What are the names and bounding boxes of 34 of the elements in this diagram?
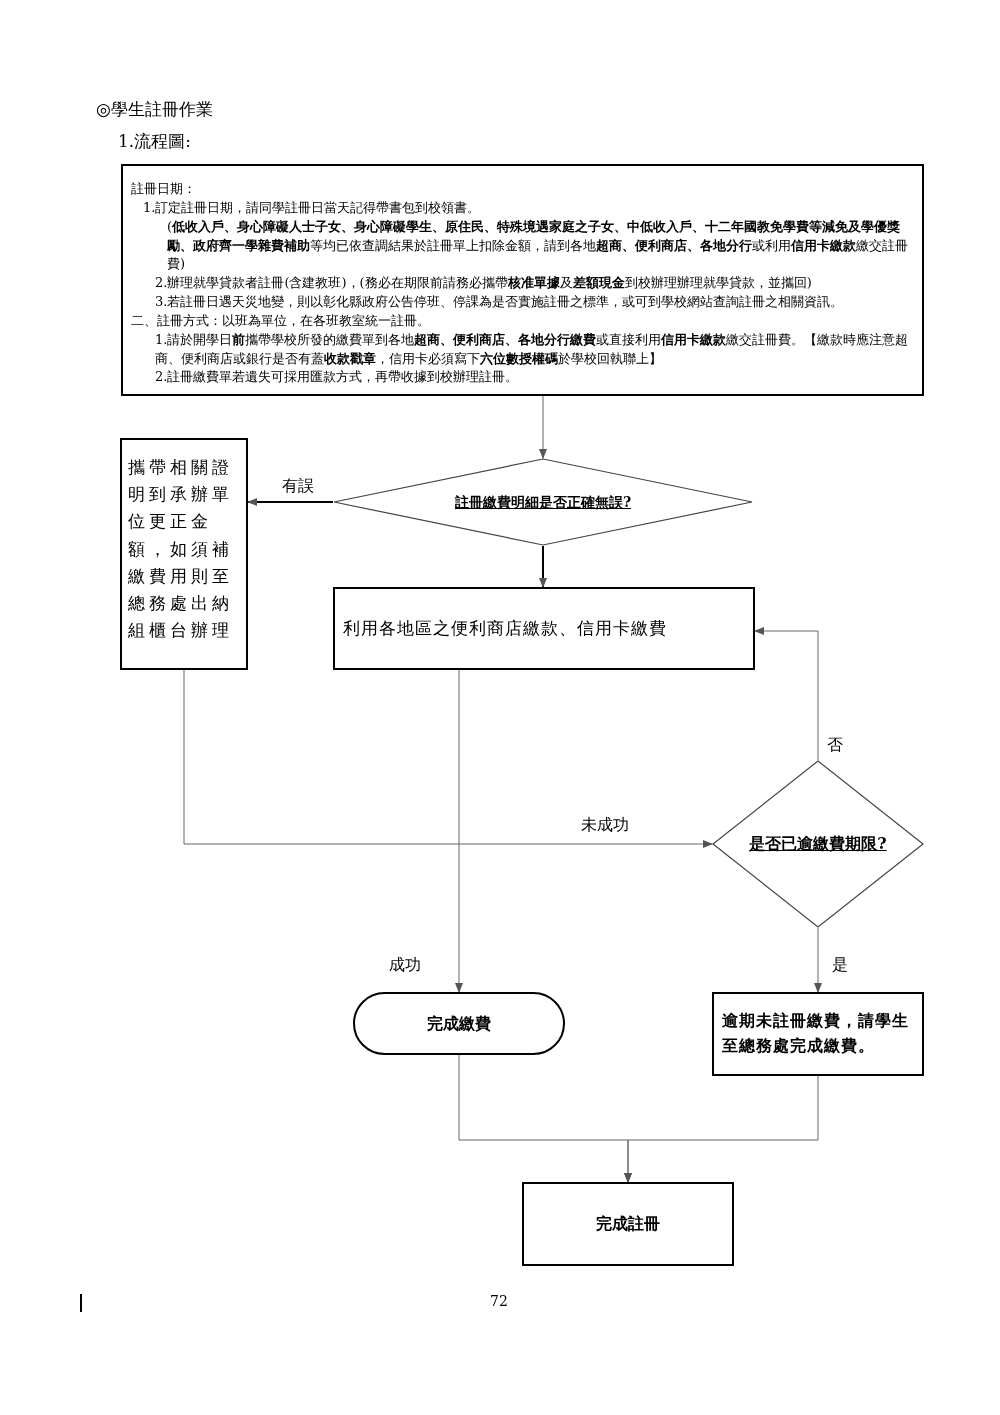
arrow: [247, 498, 334, 506]
process-box: [522, 1182, 734, 1266]
note-text: 3.若註冊日遇天災地變，則以彰化縣政府公告停班、停課為是否實施註冊之標準，或可到學校網站查詢註冊之相關資訊。: [154, 293, 845, 312]
decision-diamond: [333, 458, 753, 546]
arrow: [183, 669, 713, 848]
note-text: (低收入戶、身心障礙人士子女、身心障礙學生、原住民、特殊境遇家庭之子女、中低收入戶、十二年國教免學費等減免及學優獎勵、政府齊一學雜費補助等均已依查調結果於註冊單上扣除金額，請到各地超商、便利商店、各地分行或利用信用卡繳款繳交註冊費): [166, 217, 909, 274]
arrow: [539, 545, 547, 588]
note-text: 1.訂定註冊日期，請同學註冊日當天記得帶書包到校領書。: [142, 198, 482, 217]
note-text: 2.辦理就學貸款者註冊(含建教班)，(務必在期限前請務必攜帶核准單據及差額現金到校辦理辦理就學貸款，並攜回): [154, 274, 813, 293]
node-text: 完成繳費: [427, 1012, 491, 1035]
page-title: ◎學生註冊作業: [96, 98, 213, 121]
arrow: [455, 669, 463, 993]
node-text: 是否已逾繳費期限?: [749, 833, 887, 855]
arrow: [539, 395, 547, 459]
note-text: 1.請於開學日前攜帶學校所發的繳費單到各地超商、便利商店、各地分行繳費或直接利用信用卡繳款繳交註冊費。【繳款時應注意超商、便利商店或銀行是否有蓋收款戳章，信用卡必須寫下六位數授權碼於學校回執聯上】: [154, 330, 910, 368]
edge-label: 是: [830, 954, 850, 976]
node-text: 逾期未註冊繳費，請學生至總務處完成繳費。: [722, 1010, 910, 1057]
arrow: [814, 927, 822, 993]
note-text: 註冊日期：: [131, 180, 197, 198]
note-text: 2.註冊繳費單若遺失可採用匯款方式，再帶收據到校辦理註冊。: [154, 368, 520, 387]
process-box: [712, 992, 924, 1076]
node-text: 利用各地區之便利商店繳款、信用卡繳費: [343, 616, 668, 640]
arrow: [624, 1075, 819, 1183]
section-heading: 1.流程圖:: [118, 130, 191, 153]
process-box: [333, 587, 755, 670]
arrow: [754, 627, 819, 761]
node-text: 完成註冊: [596, 1213, 660, 1235]
page-number: 72: [490, 1293, 508, 1309]
node-text: 註冊繳費明細是否正確無誤?: [454, 492, 632, 512]
note-text: 二、註冊方式：以班為單位，在各班教室統一註冊。: [131, 311, 431, 330]
process-box: [120, 438, 248, 670]
notes-box: [121, 164, 924, 396]
node-text: 攜帶相關證明到承辦單位更正金額，如須補繳費用則至總務處出納組櫃台辦理: [128, 456, 234, 643]
decision-diamond: [712, 760, 924, 928]
